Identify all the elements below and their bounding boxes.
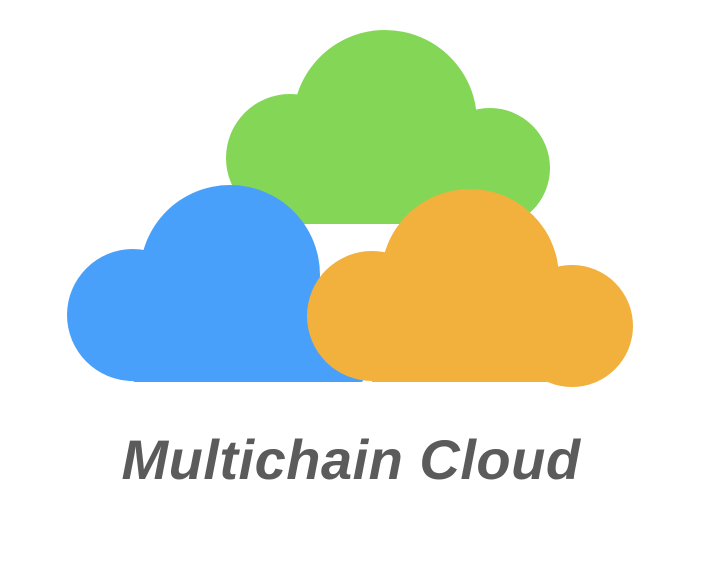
brand-wordmark: Multichain Cloud <box>121 428 581 491</box>
multichain-cloud-logo-icon <box>67 30 633 387</box>
orange-cloud-icon <box>307 189 633 387</box>
